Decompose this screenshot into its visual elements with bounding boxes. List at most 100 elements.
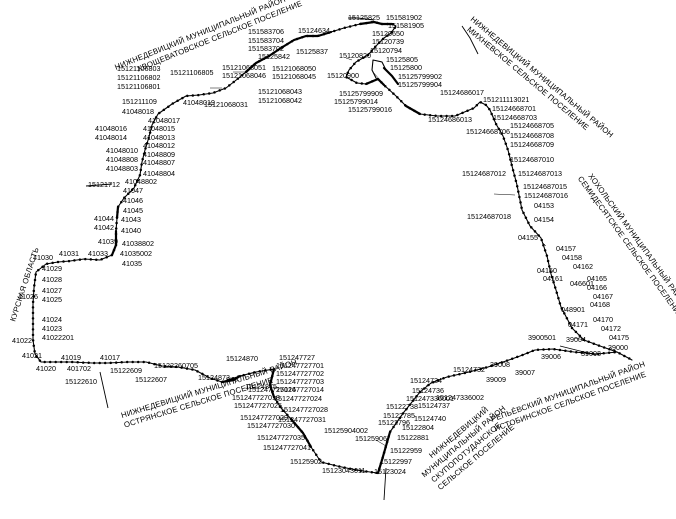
- boundary-vertex: [232, 80, 235, 84]
- boundary-vertex: [376, 471, 379, 475]
- point-label: 15124668708: [510, 131, 554, 140]
- boundary-vertex: [136, 360, 140, 364]
- boundary-vertex: [59, 360, 63, 364]
- boundary-vertex: [531, 349, 534, 353]
- boundary-vertex: [114, 227, 118, 230]
- point-label: 41048012: [143, 141, 175, 150]
- boundary-vertex: [542, 348, 545, 351]
- boundary-vertex: [549, 270, 552, 273]
- boundary-vertex: [257, 60, 261, 63]
- point-label: 15121068042: [258, 96, 302, 105]
- boundary-vertex: [228, 84, 231, 87]
- point-label: 15125904002: [324, 426, 368, 435]
- point-label: 41021: [22, 351, 42, 360]
- boundary-vertex: [395, 421, 398, 424]
- boundary-vertex: [33, 350, 36, 353]
- boundary-vertex: [293, 421, 296, 425]
- boundary-vertex: [35, 354, 38, 358]
- boundary-vertex: [145, 141, 149, 145]
- boundary-vertex: [389, 430, 392, 433]
- boundary-vertex: [388, 88, 391, 92]
- boundary-vertex: [114, 232, 118, 236]
- point-label: 41048013: [143, 133, 175, 142]
- point-label: 15124686017: [440, 88, 484, 97]
- boundary-vertex: [303, 434, 307, 438]
- boundary-vertex: [211, 377, 214, 381]
- boundary-vertex: [530, 226, 533, 229]
- boundary-vertex: [354, 23, 357, 27]
- boundary-vertex: [447, 375, 450, 378]
- boundary-vertex: [527, 221, 530, 225]
- boundary-vertex: [138, 174, 142, 177]
- point-label: 04172: [601, 324, 621, 333]
- point-label: 15120794: [370, 46, 402, 55]
- point-label: 151247727025: [234, 401, 282, 410]
- boundary-vertex: [31, 339, 35, 342]
- point-label: 41022201: [42, 333, 74, 342]
- boundary-vertex: [31, 306, 35, 309]
- point-label: 41040: [121, 226, 141, 235]
- boundary-vertex: [109, 361, 112, 365]
- boundary-vertex: [390, 30, 393, 34]
- boundary-vertex: [378, 467, 381, 470]
- boundary-vertex: [87, 361, 90, 365]
- boundary-vertex: [488, 107, 491, 111]
- boundary-vertex: [245, 70, 248, 73]
- boundary-vertex: [570, 326, 574, 330]
- point-label: 41048015: [143, 124, 175, 133]
- boundary-vertex: [536, 348, 540, 352]
- boundary-vertex: [300, 36, 304, 39]
- inner-loop-northeast: [371, 59, 387, 79]
- boundary-vertex: [348, 467, 352, 471]
- boundary-vertex: [54, 360, 57, 364]
- point-label: 151247727028: [280, 405, 328, 414]
- boundary-vertex: [475, 103, 479, 107]
- boundary-vertex: [365, 82, 369, 85]
- boundary-vertex: [474, 369, 477, 372]
- point-label: 15121106801: [117, 82, 160, 91]
- boundary-vertex: [120, 361, 123, 364]
- boundary-vertex: [185, 367, 189, 370]
- boundary-vertex: [366, 53, 370, 57]
- point-label: 151247727702: [276, 369, 324, 378]
- boundary-vertex: [365, 470, 368, 473]
- point-label: 151247727024: [274, 394, 322, 403]
- boundary-vertex: [354, 468, 357, 472]
- point-label: 41048017: [148, 116, 180, 125]
- point-label: 15124737: [418, 401, 450, 410]
- point-label: 41048804: [143, 169, 175, 178]
- boundary-vertex: [114, 243, 118, 247]
- boundary-vertex: [31, 300, 35, 304]
- boundary-vertex: [515, 184, 519, 188]
- boundary-vertex: [418, 112, 421, 115]
- point-label: 04157: [556, 244, 576, 253]
- point-label: 15125842: [258, 52, 290, 61]
- point-label: 15122959: [390, 446, 422, 455]
- boundary-vertex: [32, 344, 36, 348]
- boundary-vertex: [201, 372, 204, 376]
- boundary-vertex: [89, 258, 93, 261]
- point-label: 41039: [98, 237, 118, 246]
- boundary-vertex: [114, 361, 118, 364]
- boundary-vertex: [38, 359, 42, 362]
- boundary-vertex: [442, 377, 445, 380]
- point-label: 41046: [123, 196, 143, 205]
- boundary-vertex: [411, 399, 415, 402]
- boundary-vertex: [628, 357, 631, 360]
- point-label: 15122260705: [154, 361, 198, 370]
- boundary-vertex: [431, 380, 435, 384]
- boundary-vertex: [202, 93, 205, 96]
- boundary-vertex: [158, 111, 161, 115]
- point-label: 15125837: [296, 47, 328, 56]
- boundary-vertex: [186, 94, 189, 98]
- point-label: 15122881: [397, 433, 429, 442]
- boundary-vertex: [513, 174, 516, 177]
- point-label: 04158: [562, 253, 582, 262]
- boundary-vertex: [526, 351, 529, 355]
- point-label: 15125902: [290, 457, 322, 466]
- boundary-vertex: [423, 387, 426, 390]
- boundary-vertex: [401, 412, 405, 415]
- boundary-vertex: [45, 262, 49, 266]
- boundary-vertex: [557, 296, 560, 300]
- boundary-vertex: [490, 112, 493, 116]
